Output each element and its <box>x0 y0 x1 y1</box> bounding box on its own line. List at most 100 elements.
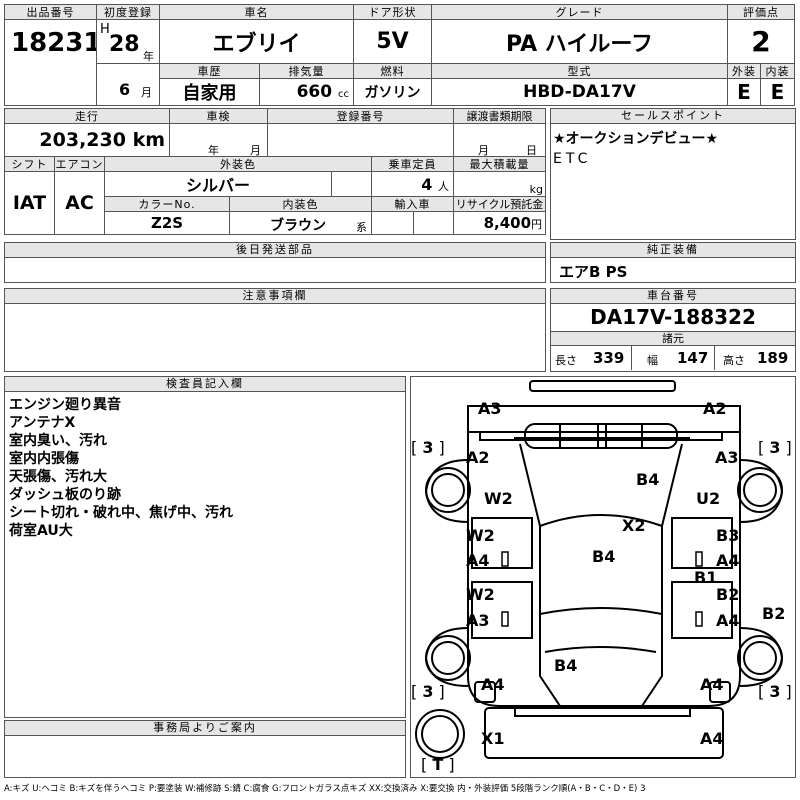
car-name: エブリイ <box>159 19 354 64</box>
sales-point-line: ETC <box>553 151 592 167</box>
damage-mark: W2 <box>484 489 513 508</box>
capacity-label: 乗車定員 <box>371 156 455 172</box>
note-line: 天張傷、汚れ大 <box>9 469 107 485</box>
fuel: ガソリン <box>353 78 432 106</box>
import-a <box>371 211 415 235</box>
later-parts-box: 後日発送部品 <box>4 242 546 283</box>
import-label: 輸入車 <box>371 196 455 212</box>
inspector-notes-title: 検査員記入欄 <box>5 377 405 392</box>
int-color: ブラウン 系 <box>229 211 373 235</box>
tire-mark-rear-left: [ 3 ] <box>411 682 445 701</box>
damage-mark: A4 <box>481 675 505 694</box>
vehicle-info-table: 走行 車検 登録番号 譲渡書類期限 203,230 km 年 月 月 日 シフト… <box>3 108 547 235</box>
inspection-label: 車検 <box>169 108 269 124</box>
interior-label: 内装 <box>760 63 795 79</box>
front-glass-shape <box>524 423 678 449</box>
damage-mark: B2 <box>762 604 786 623</box>
tire-mark-rear-right: [ 3 ] <box>758 682 792 701</box>
int-color-label: 内装色 <box>229 196 373 212</box>
chassis-box: 車台番号 DA17V-188322 諸元 長さ 339 幅 147 高さ 189 <box>550 288 796 372</box>
reg-number-label: 登録番号 <box>267 108 455 124</box>
transfer-deadline: 月 日 <box>453 123 547 157</box>
windshield-line <box>539 514 663 527</box>
note-line: 荷室AU大 <box>9 523 73 539</box>
note-line: アンテナX <box>9 415 76 431</box>
damage-mark: A4 <box>466 551 490 570</box>
mileage: 203,230 km <box>3 123 171 157</box>
damage-mark: A3 <box>715 448 739 467</box>
history-label: 車歴 <box>159 63 260 79</box>
exterior-grade: E <box>727 78 761 106</box>
displacement-label: 排気量 <box>259 63 354 79</box>
sales-points-list: ★オークションデビュー★ ETC <box>553 129 718 169</box>
right-body-line <box>690 432 741 707</box>
rear-panel-shape <box>514 705 691 717</box>
rear-left-wheel <box>425 635 471 681</box>
sales-points-title: セールスポイント <box>551 109 795 124</box>
tire-mark-front-left: [ 3 ] <box>411 438 445 457</box>
damage-mark: B2 <box>716 585 740 604</box>
shift-label: シフト <box>4 156 55 172</box>
history: 自家用 <box>159 78 260 106</box>
ac: AC <box>54 171 105 235</box>
shift: IAT <box>4 171 55 235</box>
inspector-notes-list: エンジン廻り異音 アンテナX 室内臭い、汚れ 室内内張傷 天張傷、汚れ大 ダッシ… <box>9 396 233 540</box>
color-no-label: カラーNo. <box>103 196 231 212</box>
rear-bumper-shape <box>484 707 724 759</box>
damage-mark: B4 <box>554 656 578 675</box>
mileage-label: 走行 <box>3 108 171 124</box>
note-line: ダッシュ板のり跡 <box>9 487 121 503</box>
damage-mark: U2 <box>696 489 721 508</box>
damage-mark: A2 <box>466 448 490 467</box>
note-line: シート切れ・破れ中、焦げ中、汚れ <box>9 505 233 521</box>
damage-mark: A3 <box>478 399 502 418</box>
specs-title: 諸元 <box>551 331 795 346</box>
door-type-label: ドア形状 <box>353 4 432 20</box>
inspector-notes-box: 検査員記入欄 <box>4 376 406 718</box>
caution-title: 注意事項欄 <box>5 289 545 304</box>
first-reg-era: H 28 年 <box>96 19 160 64</box>
note-line: 室内内張傷 <box>9 451 79 467</box>
damage-mark: B4 <box>636 470 660 489</box>
car-diagram-box <box>410 376 796 778</box>
tire-mark-spare: [ T ] <box>421 755 455 774</box>
front-bumper-shape <box>529 380 676 392</box>
right-rear-door <box>671 581 733 639</box>
damage-mark: A2 <box>703 399 727 418</box>
grade: PA ハイルーフ <box>431 19 728 64</box>
damage-mark: A4 <box>716 611 740 630</box>
sales-points-box: セールスポイント ★オークションデビュー★ ETC <box>550 108 796 240</box>
score-label: 評価点 <box>727 4 795 20</box>
equipment-value: エアB PS <box>559 263 628 281</box>
ac-label: エアコン <box>54 156 105 172</box>
interior-grade: E <box>760 78 795 106</box>
caution-box: 注意事項欄 <box>4 288 546 372</box>
tire-mark-front-right: [ 3 ] <box>758 438 792 457</box>
damage-mark: B3 <box>716 526 740 545</box>
model: HBD-DA17V <box>431 78 728 106</box>
damage-mark: W2 <box>466 526 495 545</box>
equipment-box: 純正装備 エアB PS <box>550 242 796 283</box>
first-reg-month: 6 月 <box>96 63 160 106</box>
car-name-label: 車名 <box>159 4 354 20</box>
damage-mark: A4 <box>700 675 724 694</box>
header-table: 出品番号 初度登録 車名 ドア形状 グレード 評価点 18231 H 28 年 … <box>4 4 795 106</box>
capacity: 4 人 <box>371 171 455 197</box>
exterior-label: 外装 <box>727 63 761 79</box>
recycle-label: リサイクル預託金 <box>453 196 547 212</box>
damage-mark: W2 <box>466 585 495 604</box>
later-parts-title: 後日発送部品 <box>5 243 545 258</box>
color-no: Z2S <box>103 211 231 235</box>
reg-number <box>267 123 455 157</box>
car-diagram <box>415 380 784 759</box>
lot-number-label: 出品番号 <box>4 4 97 20</box>
specs-row: 長さ 339 幅 147 高さ 189 <box>551 346 795 370</box>
max-load-label: 最大積載量 <box>453 156 547 172</box>
chassis-number: DA17V-188322 <box>590 305 756 329</box>
damage-mark: A4 <box>700 729 724 748</box>
recycle-fee: 8,400円 <box>453 211 547 235</box>
ext-color-label: 外装色 <box>103 156 373 172</box>
max-load: kg <box>453 171 547 197</box>
office-notice-box: 事務局よりご案内 <box>4 720 406 778</box>
damage-mark: X1 <box>481 729 505 748</box>
